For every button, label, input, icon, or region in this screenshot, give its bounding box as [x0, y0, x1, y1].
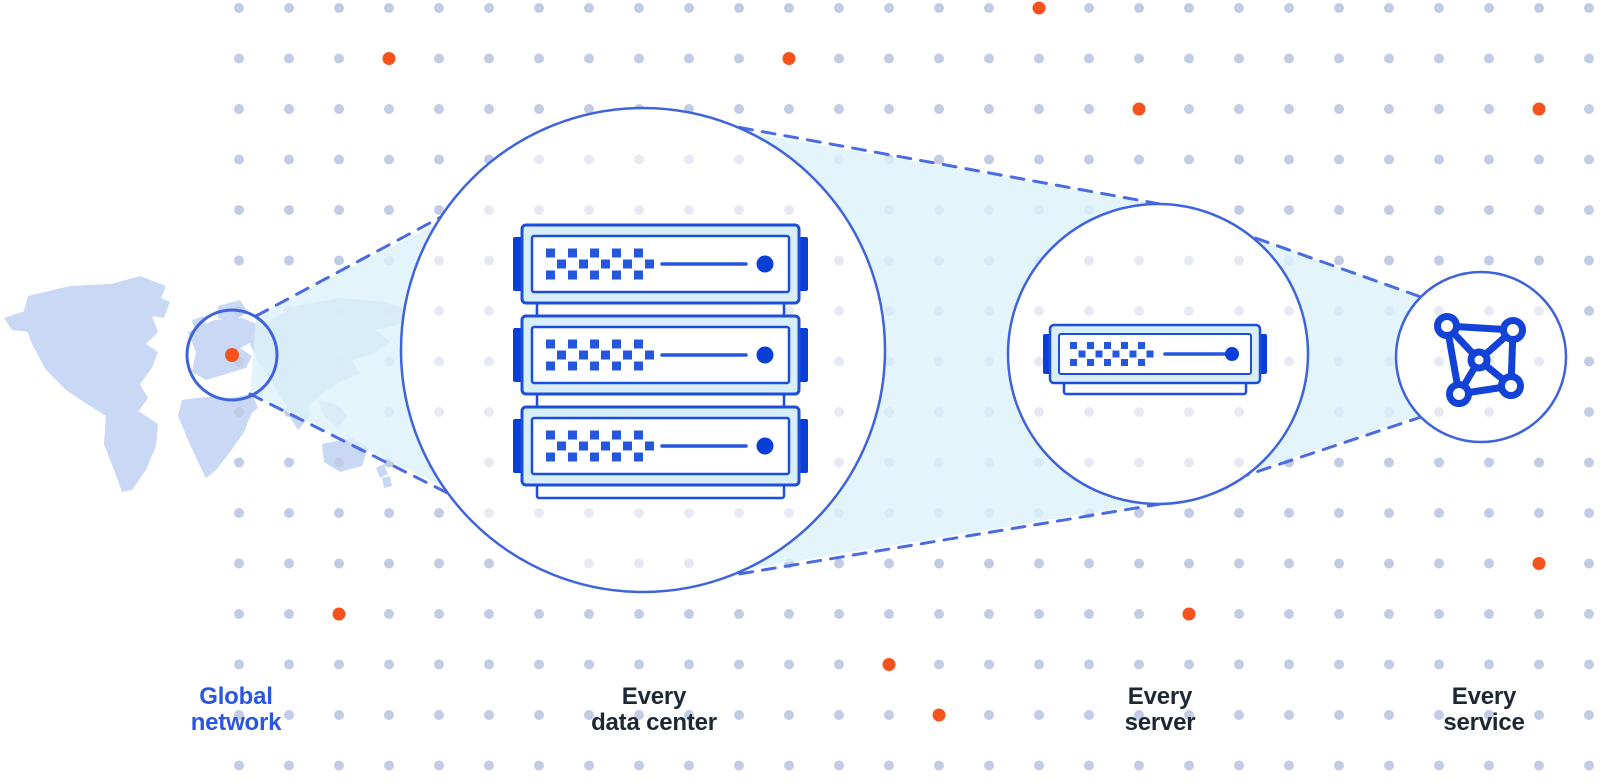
orange-dot: [1182, 607, 1196, 621]
mesh-network-icon: [1434, 313, 1526, 407]
label-line: service: [1443, 709, 1525, 736]
server-unit-icon: [513, 405, 808, 500]
label-global-network: Global network: [191, 684, 282, 736]
map-highlight-circle: [185, 308, 279, 402]
label-every-service: Every service: [1443, 683, 1525, 736]
orange-dot: [1532, 557, 1546, 570]
label-every-data-center: Every data center: [591, 684, 717, 736]
server-racks: [513, 223, 1267, 500]
orange-dot: [1032, 1, 1046, 15]
label-line: network: [190, 709, 282, 736]
server-unit-icon: [1043, 323, 1267, 396]
label-line: Global: [199, 683, 273, 710]
orange-dot: [382, 52, 396, 65]
server-unit-icon: [513, 223, 808, 318]
orange-dot: [1132, 102, 1146, 116]
label-line: Every: [1451, 683, 1517, 710]
map-location-dot: [225, 348, 239, 362]
orange-dot: [1532, 102, 1546, 116]
orange-dot: [882, 658, 896, 671]
orange-dot: [932, 708, 946, 722]
label-line: data center: [591, 709, 717, 736]
orange-dot: [782, 52, 796, 65]
orange-dot: [332, 607, 346, 621]
label-line: Every: [621, 683, 687, 710]
label-line: server: [1124, 709, 1196, 736]
label-every-server: Every server: [1125, 684, 1196, 736]
server-unit-icon: [513, 314, 808, 409]
label-line: Every: [1127, 683, 1193, 710]
